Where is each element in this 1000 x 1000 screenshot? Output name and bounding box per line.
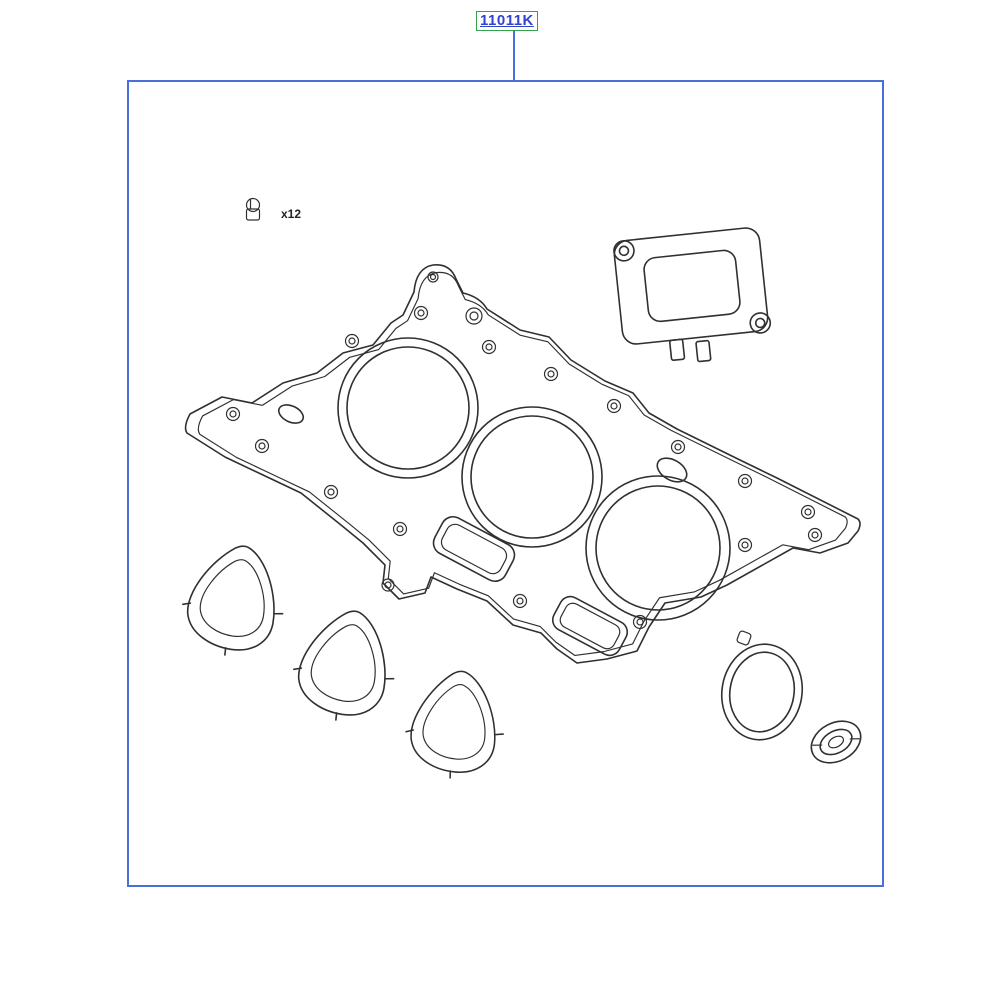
rect-port-gasket: [613, 227, 772, 363]
intake-port-gasket-1: [172, 534, 298, 667]
part-number-label[interactable]: 11011K: [476, 11, 538, 31]
bolt-icon: [245, 197, 261, 221]
quantity-label: x12: [281, 207, 301, 221]
intake-port-gasket-3: [398, 662, 514, 787]
diagram-frame: [127, 80, 884, 887]
callout-connector-line: [513, 31, 515, 80]
cylinder-head-gasket: [184, 263, 861, 664]
o-ring-gasket: [720, 630, 804, 741]
intake-port-gasket-2: [283, 599, 409, 732]
shaft-seal: [810, 720, 862, 764]
head-gasket-bolt-holes: [225, 305, 823, 630]
